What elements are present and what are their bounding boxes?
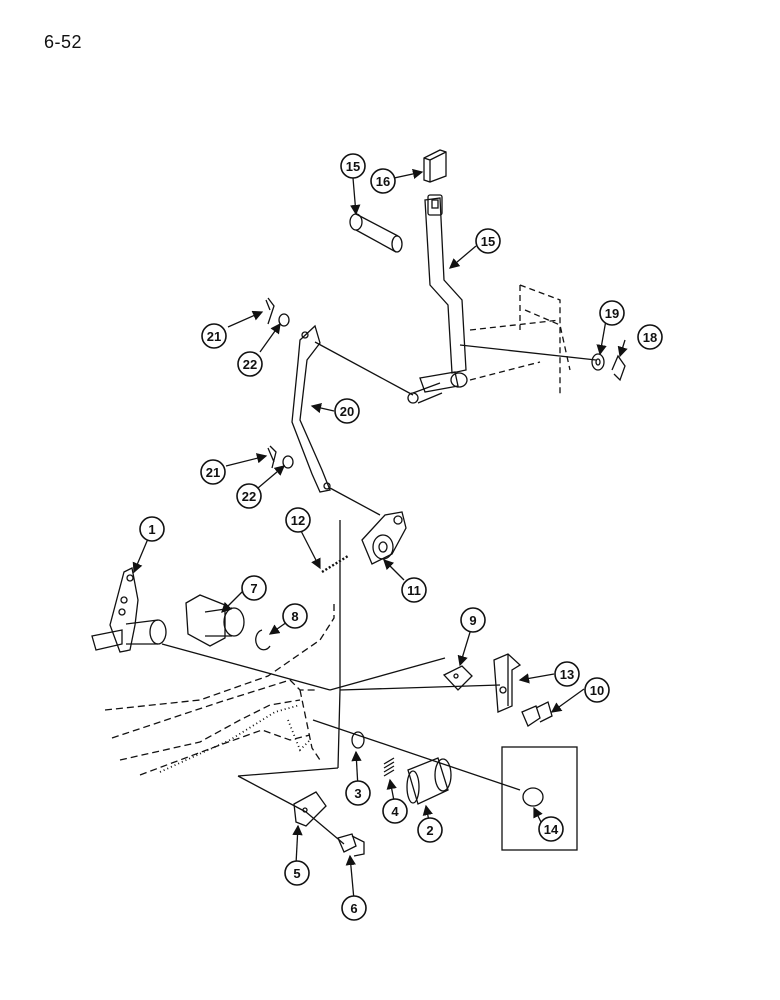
cotter-pin-lower — [267, 445, 277, 469]
ball-3 — [351, 731, 365, 749]
callout-17: 15 — [340, 153, 366, 179]
spring-4 — [383, 757, 395, 777]
callout-14: 14 — [538, 816, 564, 842]
callout-16: 16 — [370, 168, 396, 194]
washer-upper — [278, 313, 290, 327]
hairpin-clip — [611, 354, 626, 382]
svg-text:20: 20 — [340, 404, 354, 419]
plug-box — [501, 746, 578, 851]
pedal-lever — [91, 567, 167, 653]
callout-11: 11 — [401, 577, 427, 603]
leader-lines — [132, 168, 628, 901]
cotter-pin-upper — [265, 297, 275, 325]
callout-19: 19 — [599, 300, 625, 326]
snap-ring — [255, 629, 271, 651]
link-rod — [291, 324, 331, 493]
svg-text:18: 18 — [643, 330, 657, 345]
bracket-13 — [493, 653, 522, 713]
svg-text:1: 1 — [148, 522, 155, 537]
callout-4: 4 — [382, 798, 408, 824]
svg-text:21: 21 — [207, 329, 221, 344]
svg-text:22: 22 — [243, 357, 257, 372]
shift-arm — [361, 511, 407, 565]
callout-22-lower: 22 — [236, 483, 262, 509]
callout-9: 9 — [460, 607, 486, 633]
callout-3: 3 — [345, 780, 371, 806]
svg-text:12: 12 — [291, 513, 305, 528]
pivot-pin — [349, 213, 403, 253]
svg-text:8: 8 — [291, 609, 298, 624]
callout-10: 10 — [584, 677, 610, 703]
roll-pin-spring — [321, 554, 349, 574]
svg-text:2: 2 — [426, 823, 433, 838]
callout-6: 6 — [341, 895, 367, 921]
svg-text:3: 3 — [354, 786, 361, 801]
svg-text:19: 19 — [605, 306, 619, 321]
callout-18: 18 — [637, 324, 663, 350]
pivot-bracket — [469, 284, 571, 395]
hand-lever — [407, 194, 468, 404]
svg-text:15: 15 — [481, 234, 495, 249]
svg-text:22: 22 — [242, 489, 256, 504]
callout-20: 20 — [334, 398, 360, 424]
callout-7: 7 — [241, 575, 267, 601]
svg-text:5: 5 — [293, 866, 300, 881]
svg-text:11: 11 — [407, 583, 421, 598]
svg-text:9: 9 — [469, 613, 476, 628]
page-number: 6-52 — [44, 32, 83, 52]
svg-text:16: 16 — [376, 174, 390, 189]
callout-5: 5 — [284, 860, 310, 886]
knob — [423, 149, 447, 183]
svg-text:13: 13 — [560, 667, 574, 682]
pin-2 — [406, 757, 452, 805]
washer-lower — [282, 455, 294, 469]
svg-text:6: 6 — [350, 901, 357, 916]
washer-19 — [591, 353, 605, 371]
callout-2: 2 — [417, 817, 443, 843]
callout-8: 8 — [282, 603, 308, 629]
callout-22-upper: 22 — [237, 351, 263, 377]
svg-text:4: 4 — [391, 804, 399, 819]
pivot-shaft — [185, 594, 245, 647]
housing-dots — [159, 704, 311, 773]
housing-outline — [104, 600, 335, 776]
bolt-6 — [337, 833, 365, 857]
callout-12: 12 — [285, 507, 311, 533]
svg-text:21: 21 — [206, 465, 220, 480]
bolt-10 — [521, 701, 553, 727]
callout-13: 13 — [554, 661, 580, 687]
svg-text:15: 15 — [346, 159, 360, 174]
svg-text:14: 14 — [544, 822, 559, 837]
callout-21-lower: 21 — [200, 459, 226, 485]
plate-5 — [293, 791, 327, 827]
svg-text:7: 7 — [250, 581, 257, 596]
callout-1: 1 — [139, 516, 165, 542]
callout-15: 15 — [475, 228, 501, 254]
callout-21-upper: 21 — [201, 323, 227, 349]
shim-9 — [442, 665, 473, 691]
svg-text:10: 10 — [590, 683, 604, 698]
